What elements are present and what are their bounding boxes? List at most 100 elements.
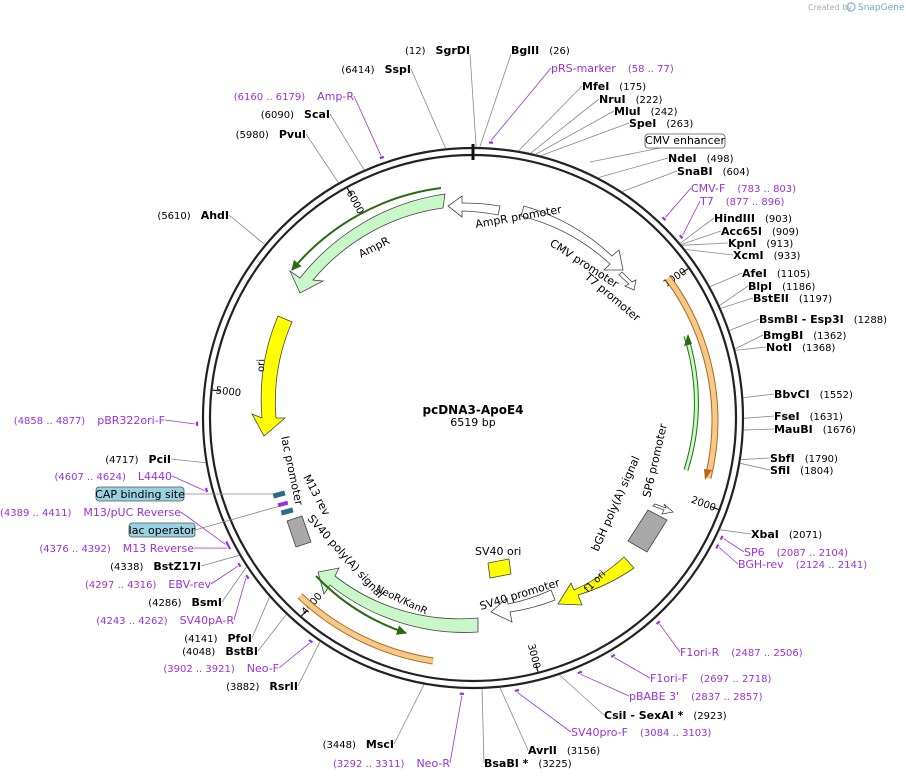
svg-text:(4717)PciI: (4717)PciI [105,453,171,466]
primer-sv40pa-r[interactable]: SV40pA-R [180,614,235,627]
svg-text:F1ori-R(2487 .. 2506): F1ori-R(2487 .. 2506) [680,646,803,659]
svg-text:F1ori-F(2697 .. 2718): F1ori-F(2697 .. 2718) [650,672,771,685]
enzyme-bsteii[interactable]: BstEII [753,292,789,305]
sv40-promoter-feature[interactable] [490,589,556,623]
bgh-polya-feature[interactable] [627,509,668,553]
enzyme-fsei[interactable]: FseI [774,410,800,423]
primer-t7[interactable]: T7 [699,195,714,208]
primer-bgh-rev[interactable]: BGH-rev [738,558,784,571]
enzyme-hindiii[interactable]: HindIII [714,212,755,225]
svg-text:(6414)SspI: (6414)SspI [341,63,411,76]
lac-promoter-feature[interactable] [272,490,294,516]
primer-mark [204,487,209,493]
svg-text:BglII(26): BglII(26) [511,44,570,57]
svg-text:BmgBI(1362): BmgBI(1362) [763,329,847,342]
primer-sv40pro-f[interactable]: SV40pro-F [571,726,628,739]
t7-promoter-feature[interactable] [618,271,637,291]
lac-operator-box[interactable]: lac operator [128,522,196,538]
leader-line [720,297,754,309]
primer-prs-marker[interactable]: pRS-marker [551,62,616,75]
enzyme-bglii[interactable]: BglII [511,44,539,57]
enzyme-sgrdi[interactable]: SgrDI [436,44,470,57]
ampr-feature[interactable] [289,187,446,294]
svg-text:Acc65I(909): Acc65I(909) [721,225,799,238]
cmv-enhancer-box[interactable]: CMV enhancer [644,133,725,149]
enzyme-rsrii[interactable]: RsrII [269,680,298,693]
primer-neo-f[interactable]: Neo-F [247,662,279,675]
sv40-polya-feature[interactable] [286,515,312,548]
enzyme-maubi[interactable]: MauBI [774,423,813,436]
enzyme-blpi[interactable]: BlpI [748,280,772,293]
enzyme-snabi[interactable]: SnaBI [677,165,713,178]
svg-text:pRS-marker(58 .. 77): pRS-marker(58 .. 77) [551,62,674,75]
enzyme-spei[interactable]: SpeI [629,117,656,130]
enzyme-bstz17i[interactable]: BstZ17I [153,560,201,573]
svg-text:(5610)AhdI: (5610)AhdI [157,209,229,222]
apoe4-insert-feature[interactable] [665,275,719,480]
enzyme-mlui[interactable]: MluI [614,105,641,118]
sp6-promoter-feature[interactable] [652,503,674,515]
scale-tick [681,267,690,274]
enzyme-afei[interactable]: AfeI [742,267,767,280]
svg-text:T7(877 .. 896): T7(877 .. 896) [699,195,785,208]
plasmid-name: pcDNA3-ApoE4 [423,403,524,417]
cap-binding-site-box[interactable]: CAP binding site [95,486,185,502]
enzyme-bsmi[interactable]: BsmI [192,596,223,609]
svg-text:NdeI(498): NdeI(498) [668,152,734,165]
svg-text:NotI(1368): NotI(1368) [766,341,835,354]
enzyme-pvui[interactable]: PvuI [279,128,306,141]
enzyme-sbfi[interactable]: SbfI [770,452,795,465]
neor-kanr-feature[interactable] [297,567,479,665]
scale-tick-label: 2000 [689,495,717,514]
enzyme-csii-sexai[interactable]: CsiI - SexAI * [604,709,684,722]
enzyme-mfei[interactable]: MfeI [582,80,609,93]
f1-ori-feature[interactable] [557,556,635,606]
primer-l4440[interactable]: L4440 [138,470,172,483]
enzyme-sfii[interactable]: SfiI [770,464,790,477]
primer-f1ori-r[interactable]: F1ori-R [680,646,720,659]
enzyme-noti[interactable]: NotI [766,341,792,354]
primer-leader-line [233,578,247,621]
enzyme-nrui[interactable]: NruI [599,93,626,106]
svg-text:SnaBI(604): SnaBI(604) [677,165,750,178]
svg-text:(6160 .. 6179)Amp-R: (6160 .. 6179)Amp-R [234,90,355,103]
primer-cmv-f[interactable]: CMV-F [691,182,725,195]
sv40-ori-feature[interactable] [487,558,512,579]
svg-text:(4858 .. 4877)pBR322ori-F: (4858 .. 4877)pBR322ori-F [14,414,165,427]
enzyme-msci[interactable]: MscI [366,738,394,751]
enzyme-xcmi[interactable]: XcmI [733,249,764,262]
lac-operator-label: lac operator [129,524,196,537]
enzyme-sspi[interactable]: SspI [385,63,411,76]
ori-feature[interactable] [251,315,293,437]
enzyme-acc65i[interactable]: Acc65I [721,225,762,238]
enzyme-bbvci[interactable]: BbvCI [774,388,810,401]
primer-pbabe-3[interactable]: pBABE 3' [629,690,679,703]
primer-m13-puc-reverse[interactable]: M13/pUC Reverse [83,506,181,519]
leader-line [740,457,771,461]
ampr-promoter-feature[interactable] [447,195,501,218]
primer-m13-reverse[interactable]: M13 Reverse [123,542,194,555]
enzyme-scai[interactable]: ScaI [304,108,330,121]
enzyme-bmgbi[interactable]: BmgBI [763,329,803,342]
brand-prefix: Created by [808,3,852,12]
primer-amp-r[interactable]: Amp-R [317,90,354,103]
primer-mark [245,574,250,580]
enzyme-ndei[interactable]: NdeI [668,152,697,165]
enzyme-bstbi[interactable]: BstBI [225,645,258,658]
primer-ebv-rev[interactable]: EBV-rev [168,578,211,591]
leader-line [410,68,446,149]
enzyme-pfoi[interactable]: PfoI [228,632,253,645]
cmv-promoter-feature[interactable] [520,205,624,271]
enzyme-xbai[interactable]: XbaI [751,528,779,541]
primer-pbr322ori-f[interactable]: pBR322ori-F [97,414,165,427]
primer-neo-r[interactable]: Neo-R [416,757,450,770]
primer-mark [610,653,616,658]
enzyme-kpni[interactable]: KpnI [728,237,756,250]
enzyme-pcii[interactable]: PciI [149,453,171,466]
primer-f1ori-f[interactable]: F1ori-F [650,672,688,685]
enzyme-bsmbi-esp3i[interactable]: BsmBI - Esp3I [759,313,844,326]
primer-sp6[interactable]: SP6 [744,546,765,559]
enzyme-bsabi[interactable]: BsaBI * [484,757,529,770]
enzyme-ahdi[interactable]: AhdI [201,209,229,222]
enzyme-avrii[interactable]: AvrII [528,744,557,757]
